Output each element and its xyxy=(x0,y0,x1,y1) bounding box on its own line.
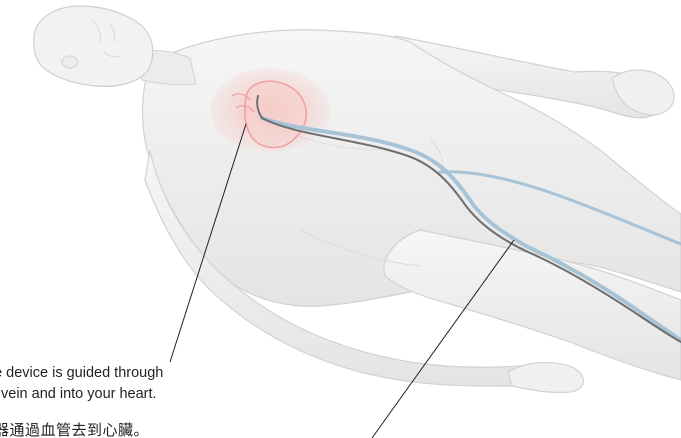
lower-hand-shape xyxy=(508,362,583,392)
caption-english-line-1: he device is guided through xyxy=(0,365,163,381)
head-shape xyxy=(34,6,153,86)
caption-english-line-2: vein and into your heart. xyxy=(1,386,157,402)
caption-chinese-line: 器通過血管去到心臟。 xyxy=(0,419,149,438)
heart-outline xyxy=(245,81,306,147)
ear-shape xyxy=(62,56,78,68)
